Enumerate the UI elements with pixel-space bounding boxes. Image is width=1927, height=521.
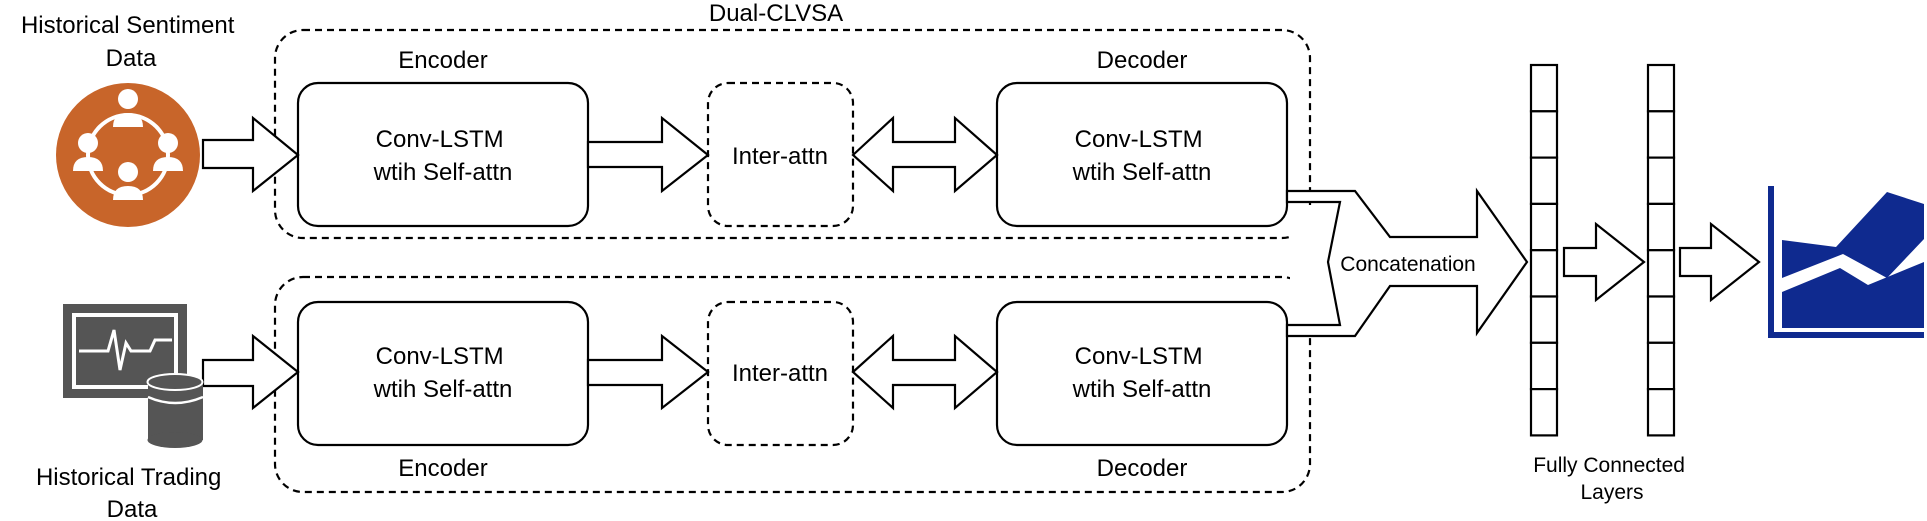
fc-neuron-cell [1529,63,1559,113]
fc-neuron-cell [1529,202,1559,252]
bottom-attn-decoder-double-arrow [851,333,999,411]
sentiment-input-label: Historical Sentiment Data [21,12,241,72]
bottom-encoder-label: Encoder [398,455,487,482]
bottom-decoder-box [995,300,1289,447]
bottom-encoder-text: Conv-LSTM wtih Self-attn [373,343,513,403]
sentiment-label-line1: Historical Sentiment [21,12,235,39]
fc-neuron-cell [1646,110,1676,159]
bottom-decoder-line2: wtih Self-attn [1072,376,1212,403]
fc-layer-2 [1646,63,1676,437]
bottom-decoder-label: Decoder [1097,455,1188,482]
top-decoder-line1: Conv-LSTM [1075,126,1203,153]
top-decoder-label: Decoder [1097,47,1188,74]
sentiment-label-line2: Data [106,45,157,72]
trading-label-line1: Historical Trading [36,464,221,491]
fc-neuron-cell [1529,295,1559,344]
fc-neuron-cell [1646,156,1676,206]
fc-label-line1: Fully Connected [1533,454,1685,477]
bottom-inter-attn-text: Inter-attn [732,360,828,387]
fc-output-arrow [1678,221,1761,303]
bottom-input-arrow [201,333,300,411]
bottom-encoder-line2: wtih Self-attn [373,376,513,403]
top-attn-decoder-double-arrow [851,115,999,194]
top-encoder-line2: wtih Self-attn [373,159,513,186]
trading-label-line2: Data [107,496,158,521]
top-encoder-label: Encoder [398,47,487,74]
dual-clvsa-title: Dual-CLVSA [709,0,843,27]
concatenation-arrow-inner [1290,205,1337,322]
top-decoder-box [995,81,1289,228]
bottom-inter-attn-box [706,300,855,447]
fc-neuron-cell [1646,249,1676,298]
bottom-decoder-text: Conv-LSTM wtih Self-attn [1072,343,1212,403]
top-decoder-line2: wtih Self-attn [1072,159,1212,186]
fc-neuron-cell [1529,388,1559,437]
fc-between-arrow [1562,221,1646,303]
trading-input-label: Historical Trading Data [36,464,228,521]
top-encoder-box [296,81,590,228]
top-encoder-to-attn-arrow [586,115,710,194]
monitor-database-icon [63,304,204,448]
fc-neuron-cell [1646,295,1676,344]
top-decoder-text: Conv-LSTM wtih Self-attn [1072,126,1212,186]
fc-neuron-cell [1646,388,1676,437]
fc-neuron-cell [1646,341,1676,391]
top-input-arrow [201,115,300,194]
area-chart-output-icon [1768,186,1924,338]
fc-neuron-cell [1529,249,1559,298]
concatenation-label: Concatenation [1340,253,1475,276]
top-encoder-text: Conv-LSTM wtih Self-attn [373,126,513,186]
fc-neuron-cell [1529,156,1559,206]
fc-neuron-cell [1529,110,1559,159]
fc-neuron-cell [1646,202,1676,252]
concatenation-arrow [1285,187,1529,338]
top-encoder-line1: Conv-LSTM [376,126,504,153]
fc-neuron-cell [1646,63,1676,113]
bottom-decoder-line1: Conv-LSTM [1075,343,1203,370]
community-network-icon [56,83,200,227]
fc-label: Fully Connected Layers [1533,454,1691,504]
top-inter-attn-text: Inter-attn [732,143,828,170]
fc-layer-1 [1529,63,1559,437]
bottom-encoder-line1: Conv-LSTM [376,343,504,370]
bottom-encoder-to-attn-arrow [586,333,710,411]
fc-label-line2: Layers [1580,481,1643,504]
fc-neuron-cell [1529,341,1559,391]
bottom-encoder-box [296,300,590,447]
